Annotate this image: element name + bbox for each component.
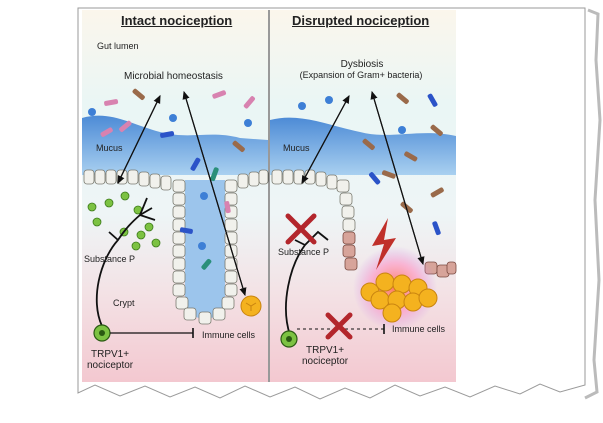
right-immune-cells	[360, 272, 438, 323]
right-nerve-fiber	[285, 230, 329, 336]
left-substance-p	[87, 191, 161, 251]
right-panel-title: Disrupted nociception	[292, 13, 430, 28]
left-bacteria	[88, 88, 255, 270]
right-inhibition-cross-icon	[325, 312, 353, 340]
right-arrows	[301, 90, 425, 266]
dysbiosis-sub-label: (Expansion of Gram+ bacteria)	[299, 70, 423, 80]
crypt-label: Crypt	[113, 298, 135, 308]
right-immune-label: Immune cells	[392, 324, 446, 334]
right-substance-p-label: Substance P	[278, 247, 330, 257]
left-immune-cell	[240, 295, 262, 317]
left-arrows	[117, 90, 247, 297]
left-substance-p-label: Substance P	[84, 254, 136, 264]
gut-lumen-label: Gut lumen	[97, 41, 139, 51]
left-immune-label: Immune cells	[202, 330, 256, 340]
right-substance-p-cross-icon	[285, 213, 317, 245]
right-mucus	[270, 117, 456, 175]
right-bacteria	[298, 92, 444, 236]
right-mucus-label: Mucus	[283, 143, 310, 153]
right-background	[270, 10, 456, 382]
right-neuron-label-1: TRPV1+	[306, 345, 345, 356]
dysbiosis-label: Dysbiosis	[340, 59, 384, 70]
left-neuron-nucleus	[99, 330, 105, 336]
right-neuron-label-2: nociceptor	[302, 356, 349, 367]
microbial-homeostasis-label: Microbial homeostasis	[124, 71, 223, 82]
left-mucus-label: Mucus	[96, 143, 123, 153]
paper-shadow	[584, 8, 602, 400]
right-neuron-nucleus	[286, 336, 292, 342]
damage-bolt	[372, 218, 396, 270]
left-panel-title: Intact nociception	[121, 13, 233, 28]
left-nerve-fiber	[95, 197, 156, 327]
left-neuron-label-1: TRPV1+	[91, 349, 130, 360]
left-neuron-label-2: nociceptor	[87, 360, 134, 371]
left-crypt-lumen	[185, 180, 225, 319]
